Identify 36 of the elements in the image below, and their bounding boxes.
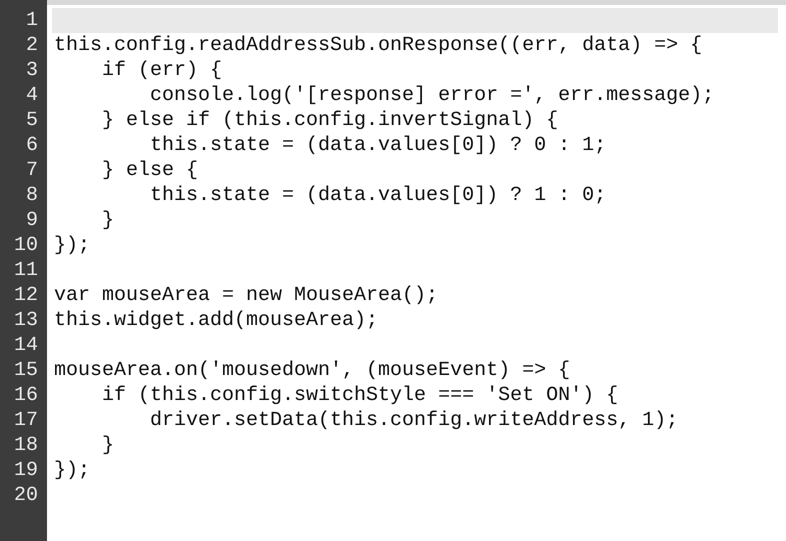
line-number: 7 xyxy=(24,158,38,183)
line-number: 11 xyxy=(12,258,38,283)
code-line: var mouseArea = new MouseArea(); xyxy=(54,283,438,308)
line-number: 18 xyxy=(12,433,38,458)
code-line: this.state = (data.values[0]) ? 1 : 0; xyxy=(149,183,606,208)
code-line: if (this.config.switchStyle === 'Set ON') { xyxy=(101,383,618,408)
line-number: 19 xyxy=(12,458,38,483)
code-line: this.config.readAddressSub.onResponse((err, data) => { xyxy=(54,33,702,58)
line-number: 6 xyxy=(24,133,38,158)
line-number: 3 xyxy=(24,58,38,83)
line-number: 1 xyxy=(24,8,38,33)
line-number: 14 xyxy=(12,333,38,358)
line-number: 2 xyxy=(24,33,38,58)
code-line: driver.setData(this.config.writeAddress, 1); xyxy=(149,408,678,433)
line-number: 15 xyxy=(12,358,38,383)
line-number: 20 xyxy=(12,483,38,508)
line-number: 13 xyxy=(12,308,38,333)
line-number: 9 xyxy=(24,208,38,233)
line-number: 12 xyxy=(12,283,38,308)
code-line: } xyxy=(101,208,114,233)
code-line: } else if (this.config.invertSignal) { xyxy=(101,108,558,133)
code-line: if (err) { xyxy=(101,58,222,83)
code-line: console.log('[response] error =', err.message); xyxy=(149,83,714,108)
code-line: }); xyxy=(54,458,90,483)
line-number: 8 xyxy=(24,183,38,208)
line-number: 5 xyxy=(24,108,38,133)
line-number: 16 xyxy=(12,383,38,408)
line-number: 17 xyxy=(12,408,38,433)
code-line: }); xyxy=(54,233,90,258)
line-number: 10 xyxy=(12,233,38,258)
code-line: this.state = (data.values[0]) ? 0 : 1; xyxy=(149,133,606,158)
line-number: 4 xyxy=(24,83,38,108)
code-line: mouseArea.on('mousedown', (mouseEvent) => { xyxy=(54,358,570,383)
code-line: } xyxy=(101,433,114,458)
code-line: this.widget.add(mouseArea); xyxy=(54,308,378,333)
code-line: } else { xyxy=(101,158,198,183)
